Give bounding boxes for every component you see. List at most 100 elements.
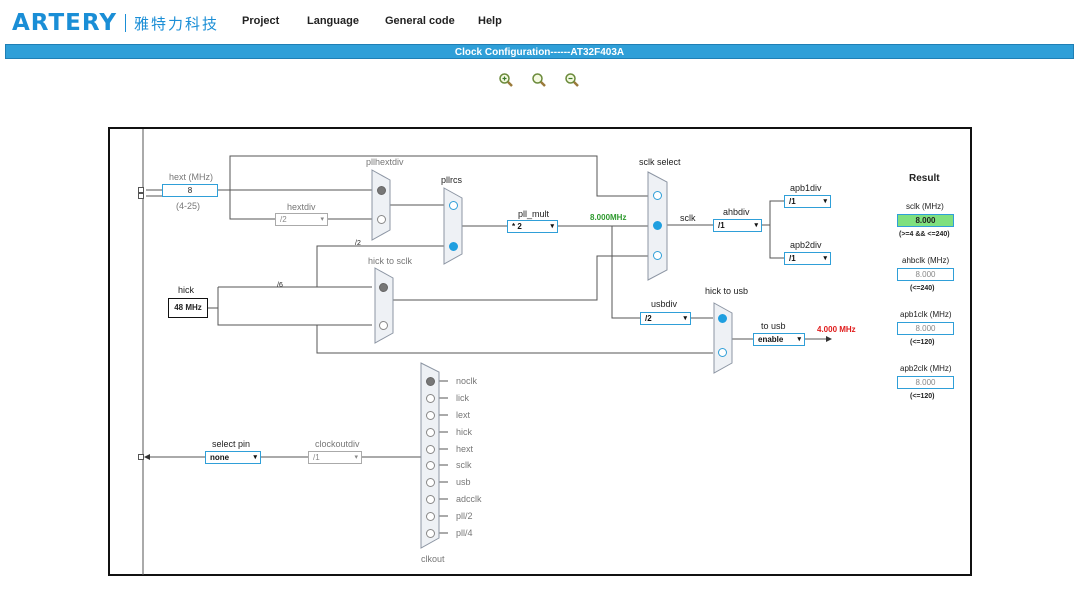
- hick-to-usb-label: hick to usb: [705, 286, 749, 296]
- select-pin-value: none: [210, 453, 230, 462]
- clkout-label: clkout: [421, 554, 445, 564]
- result-ahbclk-constraint: (<=240): [910, 285, 935, 292]
- clockoutdiv-value: /1: [313, 453, 320, 462]
- result-ahbclk-label: ahbclk (MHz): [902, 256, 950, 265]
- pll-mult-select[interactable]: * 2 ▾: [507, 220, 558, 233]
- pllhextdiv-radio-1[interactable]: [377, 186, 386, 195]
- pllhextdiv-radio-2[interactable]: [377, 215, 386, 224]
- chevron-down-icon: ▾: [823, 198, 827, 205]
- menu-project[interactable]: Project: [242, 15, 280, 27]
- chevron-down-icon: ▾: [550, 223, 554, 230]
- to-usb-select[interactable]: enable ▾: [753, 333, 805, 346]
- result-sclk-constraint: (>=4 && <=240): [899, 231, 950, 238]
- pll-mult-value: * 2: [512, 222, 522, 231]
- clkout-radio-hext[interactable]: [426, 445, 435, 454]
- clock-diagram: [108, 127, 972, 576]
- result-sclk-value: 8.000: [897, 214, 954, 227]
- usbdiv-label: usbdiv: [651, 299, 678, 309]
- apb1div-select[interactable]: /1 ▾: [784, 195, 831, 208]
- clkout-option: hick: [456, 427, 473, 437]
- select-pin-select[interactable]: none▾: [205, 451, 261, 464]
- hick-to-usb-radio-1[interactable]: [718, 314, 727, 323]
- clkout-option: usb: [456, 477, 471, 487]
- clkout-radio-sclk[interactable]: [426, 461, 435, 470]
- clkout-radio-pll2[interactable]: [426, 512, 435, 521]
- clkout-option: adcclk: [456, 494, 482, 504]
- sclk-select-label: sclk select: [639, 157, 681, 167]
- to-usb-value: enable: [758, 335, 784, 344]
- clkout-radio-lext[interactable]: [426, 411, 435, 420]
- apb2div-label: apb2div: [790, 240, 822, 250]
- select-pin-label: select pin: [212, 439, 251, 449]
- result-apb2clk-label: apb2clk (MHz): [900, 364, 952, 373]
- apb2div-select[interactable]: /1 ▾: [784, 252, 831, 265]
- page-title: Clock Configuration------AT32F403A: [5, 44, 1074, 59]
- sclk-select-radio-hick[interactable]: [653, 251, 662, 260]
- div2-label: /2: [355, 240, 361, 247]
- apb1div-value: /1: [789, 197, 796, 206]
- hextdiv-select[interactable]: /2 ▾: [275, 213, 328, 226]
- zoom-in-icon[interactable]: [498, 72, 514, 88]
- menu-language[interactable]: Language: [307, 15, 359, 27]
- hext-port-2: [138, 193, 144, 199]
- ahbdiv-label: ahbdiv: [723, 207, 750, 217]
- result-apb1clk-label: apb1clk (MHz): [900, 310, 952, 319]
- clkout-option: pll/2: [456, 511, 473, 521]
- usbdiv-select[interactable]: /2▾: [640, 312, 691, 325]
- clkout-radio-pll4[interactable]: [426, 529, 435, 538]
- result-apb2clk-value: 8.000: [897, 376, 954, 389]
- clkout-radio-hick[interactable]: [426, 428, 435, 437]
- clkout-radio-usb[interactable]: [426, 478, 435, 487]
- result-apb2clk-constraint: (<=120): [910, 393, 935, 400]
- ahbdiv-select[interactable]: /1 ▾: [713, 219, 762, 232]
- hextdiv-label: hextdiv: [287, 202, 316, 212]
- pllhextdiv-label: pllhextdiv: [366, 157, 404, 167]
- menu-general-code[interactable]: General code: [385, 15, 455, 27]
- result-ahbclk-value: 8.000: [897, 268, 954, 281]
- sclk-select-radio-hext[interactable]: [653, 191, 662, 200]
- hextdiv-value: /2: [280, 215, 287, 224]
- pllrcs-label: pllrcs: [441, 175, 463, 185]
- clkout-radio-adcclk[interactable]: [426, 495, 435, 504]
- logo-separator: [125, 14, 126, 32]
- chevron-down-icon: ▾: [823, 255, 827, 262]
- hick-value: 48 MHz: [168, 298, 208, 318]
- result-apb1clk-value: 8.000: [897, 322, 954, 335]
- div6-label: /6: [277, 282, 283, 289]
- pllrcs-radio-1[interactable]: [449, 201, 458, 210]
- apb2div-value: /1: [789, 254, 796, 263]
- artery-logo: ARTERY 雅特力科技: [12, 10, 219, 36]
- hext-input[interactable]: 8: [162, 184, 218, 197]
- logo-chinese-name: 雅特力科技: [134, 14, 220, 33]
- clkout-port: [138, 454, 144, 460]
- pllrcs-radio-2[interactable]: [449, 242, 458, 251]
- hick-to-sclk-radio-1[interactable]: [379, 283, 388, 292]
- sclk-select-radio-pll[interactable]: [653, 221, 662, 230]
- chevron-down-icon: ▾: [754, 222, 758, 229]
- zoom-out-icon[interactable]: [564, 72, 580, 88]
- apb1div-label: apb1div: [790, 183, 822, 193]
- chevron-down-icon: ▾: [797, 336, 801, 343]
- pll-frequency: 8.000MHz: [590, 213, 627, 222]
- clkout-option: sclk: [456, 460, 472, 470]
- clkout-radio-lick[interactable]: [426, 394, 435, 403]
- hext-port-1: [138, 187, 144, 193]
- result-sclk-label: sclk (MHz): [906, 202, 944, 211]
- chevron-down-icon: ▾: [320, 216, 324, 223]
- ahbdiv-value: /1: [718, 221, 725, 230]
- menu-help[interactable]: Help: [478, 15, 502, 27]
- hick-to-usb-radio-2[interactable]: [718, 348, 727, 357]
- zoom-reset-icon[interactable]: [531, 72, 547, 88]
- hick-to-sclk-radio-2[interactable]: [379, 321, 388, 330]
- chevron-down-icon: ▾: [354, 454, 358, 461]
- pll-mult-label: pll_mult: [518, 209, 550, 219]
- hick-to-sclk-label: hick to sclk: [368, 256, 413, 266]
- clockoutdiv-select[interactable]: /1 ▾: [308, 451, 362, 464]
- result-apb1clk-constraint: (<=120): [910, 339, 935, 346]
- hick-label: hick: [178, 285, 195, 295]
- result-title: Result: [909, 173, 940, 184]
- to-usb-label: to usb: [761, 321, 786, 331]
- clkout-radio-noclk[interactable]: [426, 377, 435, 386]
- clkout-option: hext: [456, 444, 474, 454]
- clkout-option: lext: [456, 410, 471, 420]
